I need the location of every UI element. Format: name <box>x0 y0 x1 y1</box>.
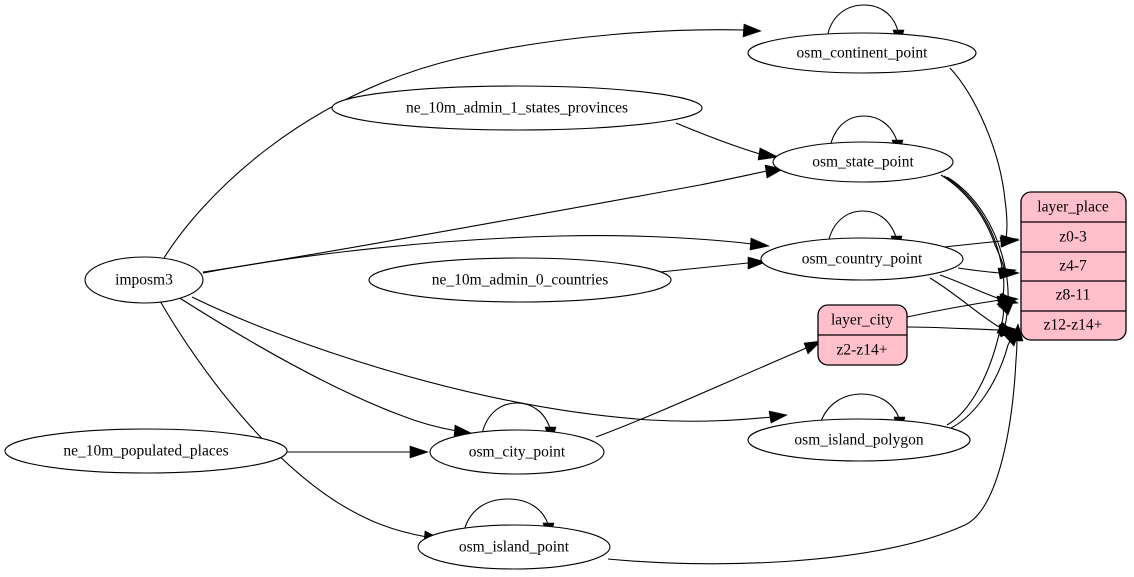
edge-imposm3-to-osm-state-point <box>202 164 784 273</box>
node-osm-island-point[interactable]: osm_island_point <box>417 524 611 570</box>
edge-ne-countries-to-osm-country-point <box>659 256 767 273</box>
node-ne-10m-admin-0-countries[interactable]: ne_10m_admin_0_countries <box>368 257 672 303</box>
node-osm-continent-point[interactable]: osm_continent_point <box>747 32 977 74</box>
node-imposm3[interactable]: imposm3 <box>84 256 204 304</box>
edges-layer <box>159 4 1024 565</box>
node-osm-state-point[interactable]: osm_state_point <box>772 141 954 183</box>
edge-osm-island-point-to-layer-place-z12-z14 <box>607 323 1024 565</box>
edge-imposm3-to-osm-continent-point <box>163 23 762 259</box>
node-osm-island-polygon[interactable]: osm_island_polygon <box>747 418 971 462</box>
node-layer-city[interactable]: layer_city z2-z14+ <box>817 304 908 366</box>
node-ne-10m-populated-places[interactable]: ne_10m_populated_places <box>4 428 288 474</box>
edge-imposm3-to-osm-island-point <box>159 300 444 544</box>
edge-imposm3-to-osm-island-polygon <box>191 296 788 424</box>
edge-imposm3-to-osm-country-point <box>202 235 770 274</box>
edge-osm-country-point-to-layer-place-z0-3 <box>943 234 1020 248</box>
node-osm-city-point[interactable]: osm_city_point <box>429 429 605 475</box>
node-ne-10m-admin-1-states-provinces[interactable]: ne_10m_admin_1_states_provinces <box>331 85 703 131</box>
node-osm-country-point[interactable]: osm_country_point <box>760 237 964 281</box>
edge-ne-populated-places-to-osm-city-point <box>287 445 429 459</box>
edge-imposm3-to-osm-city-point <box>177 296 474 438</box>
nodes-layer: imposm3 ne_10m_admin_1_states_provinces … <box>4 32 977 570</box>
edge-ne-states-to-osm-state-point <box>675 122 779 161</box>
edge-osm-island-polygon-to-layer-place-z8-11 <box>946 297 1016 426</box>
edge-osm-country-point-to-layer-place-z4-7 <box>957 266 1020 280</box>
node-layer-place[interactable]: layer_place z0-3 z4-7 z8-11 z12-z14+ <box>1020 191 1127 341</box>
edge-osm-city-point-to-layer-city-z2-z14 <box>595 340 822 438</box>
